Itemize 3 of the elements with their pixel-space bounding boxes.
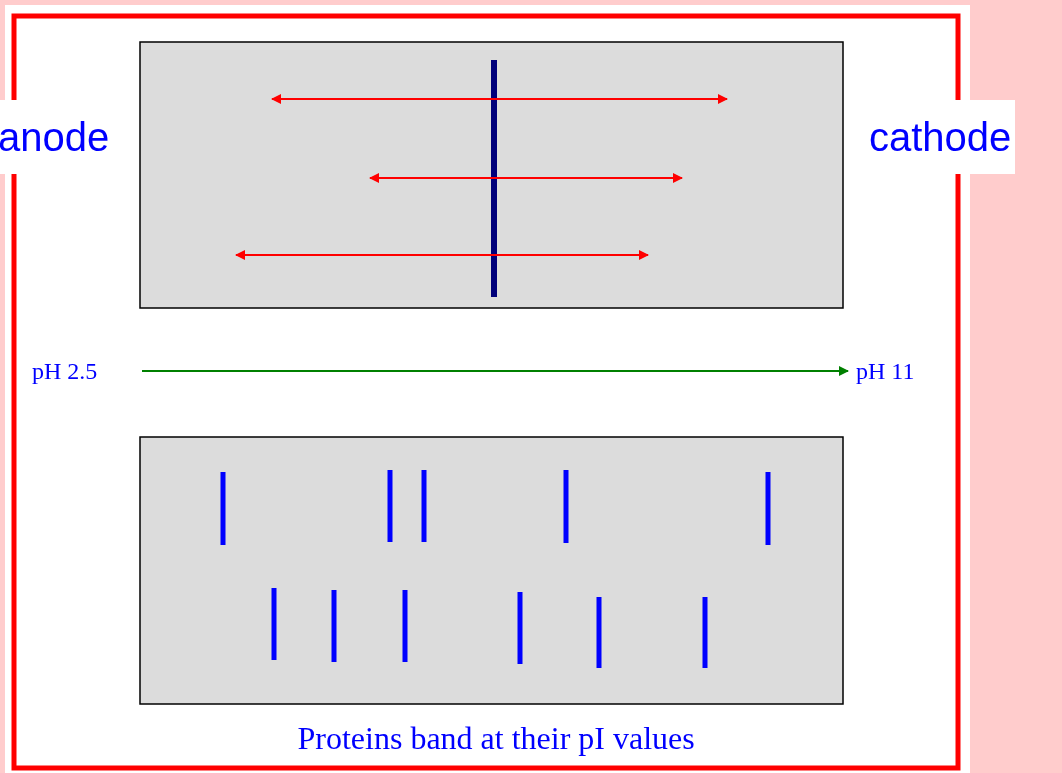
caption: Proteins band at their pI values [297, 720, 695, 756]
ph-label: pH 2.5 [32, 357, 98, 385]
ph-label: pH 11 [856, 357, 915, 385]
